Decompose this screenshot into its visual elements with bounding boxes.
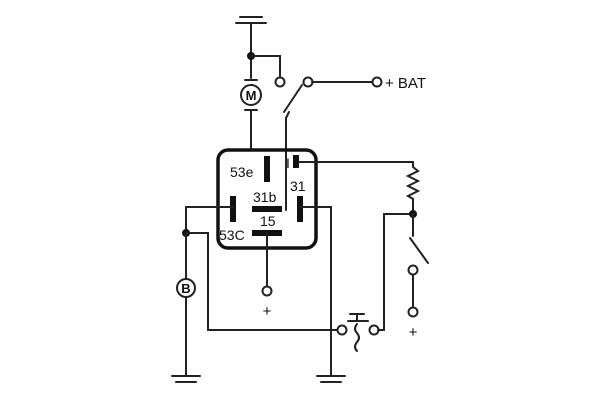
wiper-switch-blade	[409, 237, 429, 264]
b-symbol-label: B	[181, 281, 190, 296]
label-31b: 31b	[253, 189, 277, 205]
label-15: 15	[260, 213, 276, 229]
label-53e: 53e	[230, 164, 254, 180]
battery-label: + BAT	[385, 75, 426, 92]
park-switch-blade	[283, 84, 303, 113]
washer-push-switch	[347, 313, 369, 352]
left-ground-symbol	[171, 375, 201, 383]
center-plus-label: +	[263, 303, 272, 320]
bottom-ground-symbol	[316, 375, 346, 383]
center-plus-terminal	[261, 285, 273, 297]
right-plus-label: +	[409, 324, 418, 341]
washer-switch-left-contact	[336, 324, 348, 336]
label-i: I	[286, 155, 290, 171]
label-31: 31	[290, 178, 306, 194]
motor-label: M	[246, 88, 257, 103]
motor-park-wire	[250, 55, 281, 79]
motor-symbol: M	[240, 79, 262, 111]
battery-terminal	[371, 76, 383, 88]
wiper-switch-contact	[407, 264, 419, 276]
resistor-symbol	[405, 161, 421, 215]
31-to-ground-wire	[299, 206, 332, 377]
park-switch-to-31b-wire	[285, 111, 290, 211]
right-plus-terminal	[407, 306, 419, 318]
53c-to-washer-wire	[185, 232, 339, 331]
53c-to-left-wire	[185, 206, 234, 234]
park-switch-contact	[274, 76, 286, 88]
label-53c: 53C	[219, 227, 245, 243]
washer-to-right-wire	[377, 213, 414, 331]
